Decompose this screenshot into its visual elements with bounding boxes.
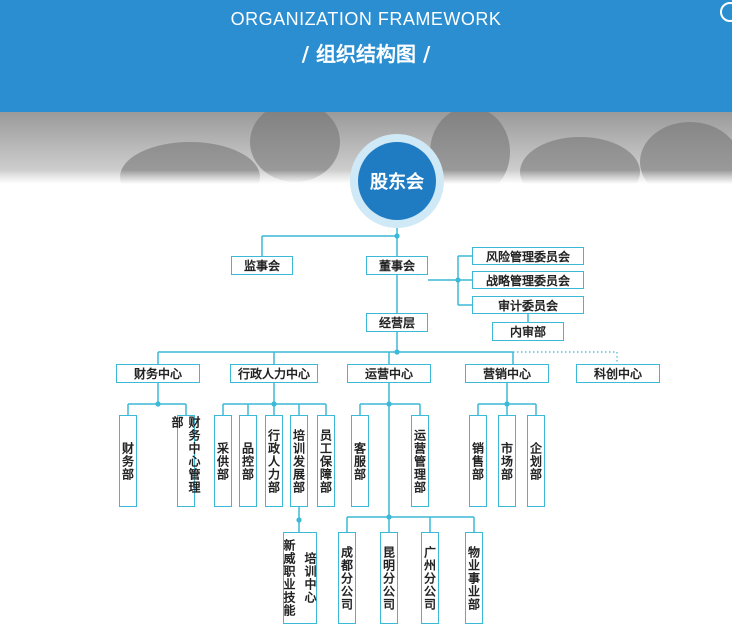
node-center-innovation: 科创中心 [576,364,660,383]
node-committee-strategy: 战略管理委员会 [472,271,584,289]
node-branch-chengdu: 成都分公司 [338,532,356,624]
node-shareholders: 股东会 [358,142,436,220]
node-dept-market: 市场部 [498,415,516,507]
node-dept-customer-service: 客服部 [351,415,369,507]
node-training-center: 新威职业技能 培训中心 [282,532,317,624]
node-dept-finance: 财务部 [119,415,137,507]
node-dept-property: 物业事业部 [465,532,483,624]
node-supervisors: 监事会 [231,256,293,275]
node-branch-kunming: 昆明分公司 [380,532,398,624]
node-dept-procurement: 采供部 [214,415,232,507]
node-dept-hr: 行政人力部 [265,415,283,507]
node-dept-welfare: 员工保障部 [317,415,335,507]
node-center-operations: 运营中心 [347,364,431,383]
node-committee-risk: 风险管理委员会 [472,247,584,265]
node-dept-ops-mgmt: 运营管理部 [411,415,429,507]
node-center-admin: 行政人力中心 [230,364,318,383]
node-dept-quality: 品控部 [239,415,257,507]
node-branch-guangzhou: 广州分公司 [421,532,439,624]
node-dept-sales: 销售部 [469,415,487,507]
node-center-marketing: 营销中心 [465,364,549,383]
title-en: ORGANIZATION FRAMEWORK [230,9,502,29]
node-dept-training: 培训发展部 [290,415,308,507]
node-center-finance: 财务中心 [116,364,200,383]
node-management: 经营层 [366,313,428,332]
corner-circle-icon [720,2,732,22]
node-dept-finance-mgmt: 财务中心管理部 [170,415,201,507]
node-committee-audit: 审计委员会 [472,296,584,314]
header-banner: ORGANIZATION FRAMEWORK / 组织结构图 / [0,0,732,112]
title-zh: / 组织结构图 / [301,42,431,66]
node-dept-planning: 企划部 [527,415,545,507]
node-board: 董事会 [366,256,428,275]
node-internal-audit: 内审部 [492,322,564,341]
